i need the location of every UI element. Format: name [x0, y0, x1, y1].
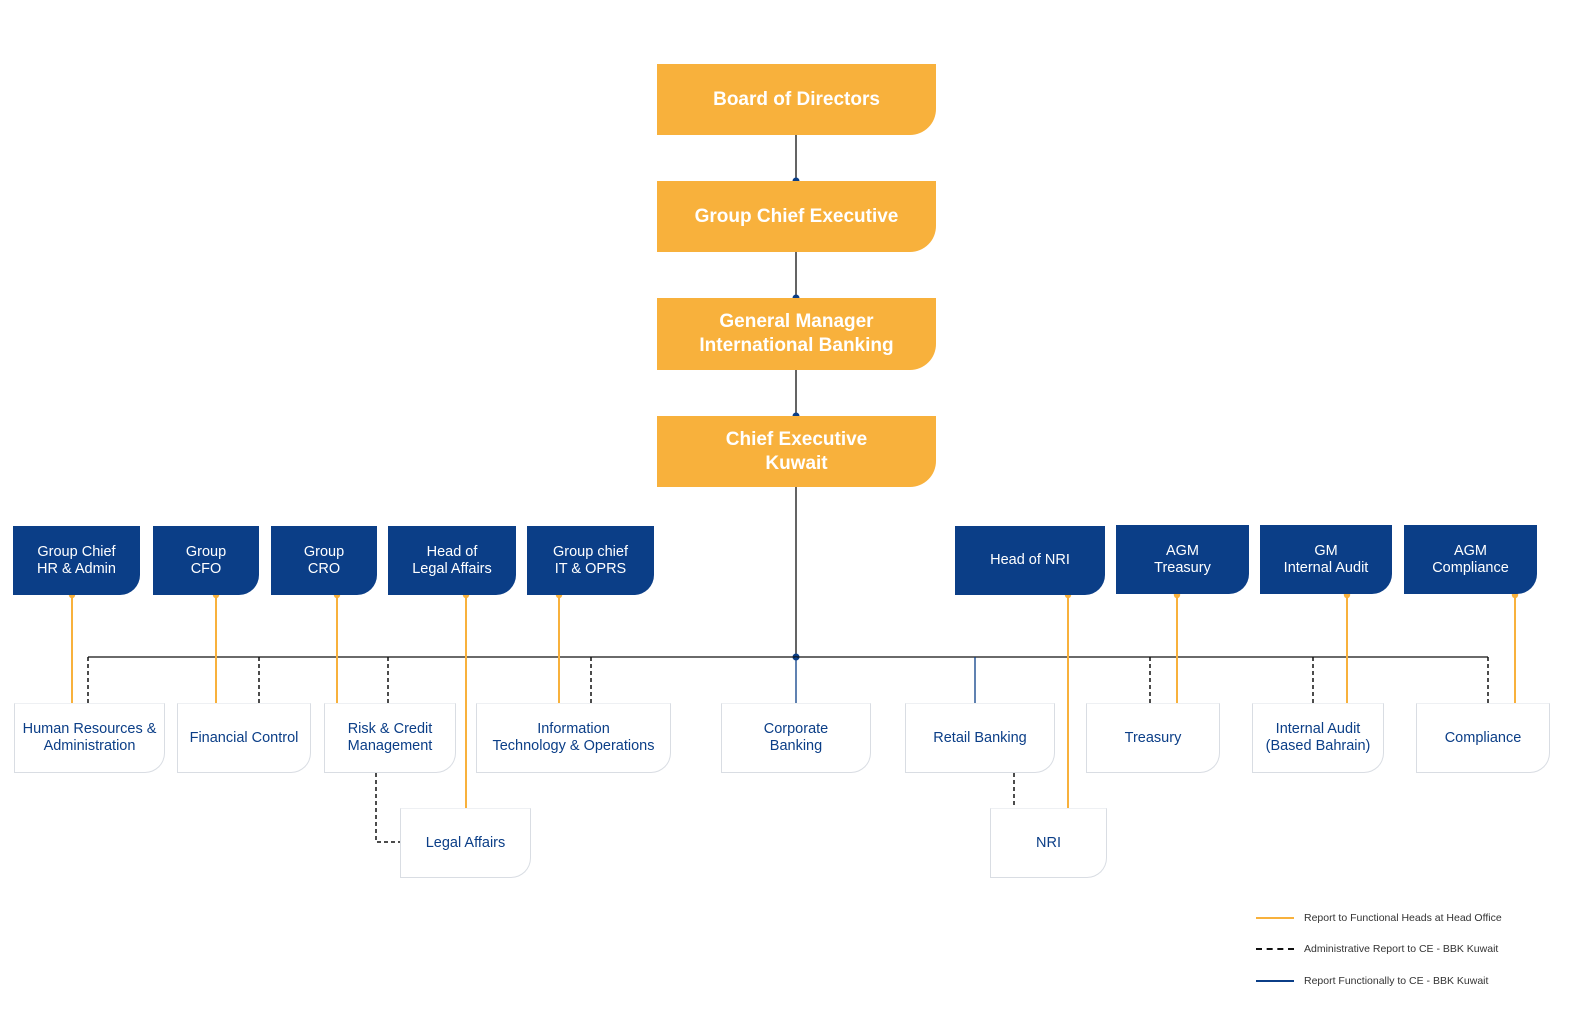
- legend-item-head-office: Report to Functional Heads at Head Offic…: [1256, 911, 1502, 925]
- group-chief-executive-box: Group Chief Executive: [657, 181, 936, 252]
- head-box-compliance: AGM Compliance: [1404, 525, 1537, 594]
- head-box-nri: Head of NRI: [955, 526, 1105, 595]
- chief-executive-box: Chief Executive Kuwait: [657, 416, 936, 487]
- dept-label-compliance: Compliance: [1444, 729, 1522, 746]
- head-box-it: Group chief IT & OPRS: [527, 526, 654, 595]
- general-manager-label: General Manager International Banking: [699, 311, 894, 356]
- group-chief-executive-label: Group Chief Executive: [694, 205, 899, 227]
- dept-box-retail: Retail Banking: [905, 703, 1055, 773]
- head-label-audit: GM Internal Audit: [1283, 542, 1369, 576]
- dept-box-it: Information Technology & Operations: [476, 703, 671, 773]
- legend-label-head-office: Report to Functional Heads at Head Offic…: [1304, 912, 1502, 924]
- legend-item-administrative: Administrative Report to CE - BBK Kuwait: [1256, 942, 1498, 956]
- head-box-cfo: Group CFO: [153, 526, 259, 595]
- dept-label-finance: Financial Control: [189, 729, 299, 746]
- dept-box-risk: Risk & Credit Management: [324, 703, 456, 773]
- dept-label-it: Information Technology & Operations: [492, 721, 655, 754]
- dept-label-legal: Legal Affairs: [425, 834, 506, 851]
- head-label-hr: Group Chief HR & Admin: [37, 543, 116, 577]
- admin-link-risk-legal: [375, 773, 400, 843]
- dept-label-corporate: Corporate Banking: [763, 721, 829, 754]
- legend-item-functional: Report Functionally to CE - BBK Kuwait: [1256, 974, 1488, 988]
- chief-executive-label: Chief Executive Kuwait: [725, 428, 868, 474]
- head-label-nri: Head of NRI: [990, 552, 1070, 568]
- head-box-treasury: AGM Treasury: [1116, 525, 1249, 594]
- head-box-hr: Group Chief HR & Admin: [13, 526, 140, 595]
- head-label-compliance: AGM Compliance: [1432, 542, 1509, 576]
- head-label-treasury: AGM Treasury: [1154, 542, 1211, 576]
- dept-label-treasury: Treasury: [1124, 729, 1182, 746]
- dept-box-finance: Financial Control: [177, 703, 311, 773]
- legend-label-administrative: Administrative Report to CE - BBK Kuwait: [1304, 943, 1499, 955]
- head-label-legal: Head of Legal Affairs: [412, 543, 492, 577]
- head-box-cro: Group CRO: [271, 526, 377, 595]
- legend-swatch-navy-solid: [1256, 980, 1294, 982]
- dept-label-audit: Internal Audit (Based Bahrain): [1265, 721, 1371, 754]
- head-label-it: Group chief IT & OPRS: [553, 543, 628, 577]
- legend-label-functional: Report Functionally to CE - BBK Kuwait: [1304, 975, 1489, 987]
- dept-label-retail: Retail Banking: [933, 729, 1027, 746]
- dept-box-treasury: Treasury: [1086, 703, 1220, 773]
- dept-box-audit: Internal Audit (Based Bahrain): [1252, 703, 1384, 773]
- head-box-legal: Head of Legal Affairs: [388, 526, 516, 595]
- head-label-cfo: Group CFO: [185, 543, 227, 577]
- dept-label-hr: Human Resources & Administration: [22, 721, 157, 754]
- general-manager-box: General Manager International Banking: [657, 298, 936, 370]
- board-of-directors-label: Board of Directors: [713, 88, 880, 110]
- board-of-directors-box: Board of Directors: [657, 64, 936, 135]
- head-label-cro: Group CRO: [303, 543, 345, 577]
- head-box-audit: GM Internal Audit: [1260, 525, 1392, 594]
- dept-label-nri: NRI: [1036, 834, 1061, 851]
- dept-box-legal: Legal Affairs: [400, 808, 531, 878]
- legend-swatch-gold-solid: [1256, 917, 1294, 919]
- dept-box-compliance: Compliance: [1416, 703, 1550, 773]
- dept-box-nri: NRI: [990, 808, 1107, 878]
- legend-swatch-black-dashed: [1256, 948, 1294, 950]
- dept-box-hr: Human Resources & Administration: [14, 703, 165, 773]
- dept-label-risk: Risk & Credit Management: [347, 721, 433, 754]
- dept-box-corporate: Corporate Banking: [721, 703, 871, 773]
